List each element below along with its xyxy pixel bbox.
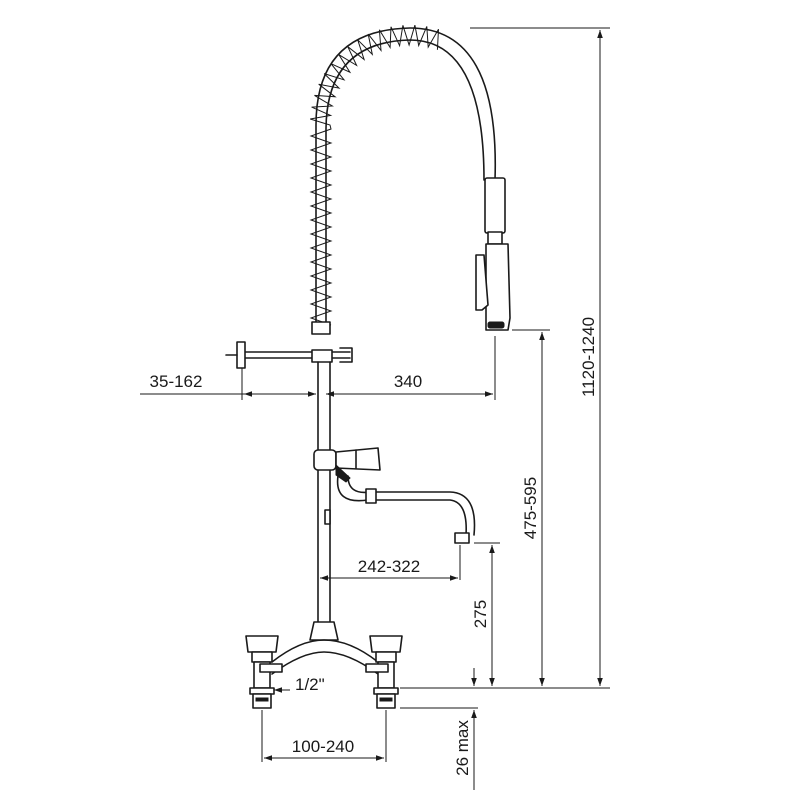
overall-height-label: 1120-1240 [579, 317, 598, 397]
dimension-labels: 1120-1240 475-595 275 340 35-162 242-322… [150, 317, 598, 776]
wall-bracket-label: 35-162 [150, 372, 203, 391]
flexible-hose-inner [325, 39, 485, 331]
left-inlet-tap [245, 635, 283, 709]
faucet-body [225, 24, 610, 709]
inlet-thread-label: 1/2" [295, 675, 325, 694]
wall-bracket [225, 341, 353, 369]
spray-reach-label: 340 [394, 372, 422, 391]
dimension-lines [140, 27, 610, 790]
column-clip [324, 509, 331, 525]
spout-reach-label: 242-322 [358, 557, 420, 576]
inlet-spacing-label: 100-240 [292, 737, 354, 756]
deck-bridge [271, 621, 379, 675]
swivel-spout [336, 475, 476, 544]
vertical-column [317, 361, 331, 626]
spray-head-height-label: 475-595 [521, 477, 540, 539]
spring-collar [311, 321, 331, 335]
spray-head [475, 177, 511, 331]
deck-thickness-label: 26 max [453, 720, 472, 776]
spout-height-label: 275 [471, 600, 490, 628]
right-inlet-tap [365, 635, 403, 709]
flexible-hose [315, 27, 497, 331]
valve-handle [313, 447, 381, 483]
spring-coil [309, 24, 439, 326]
